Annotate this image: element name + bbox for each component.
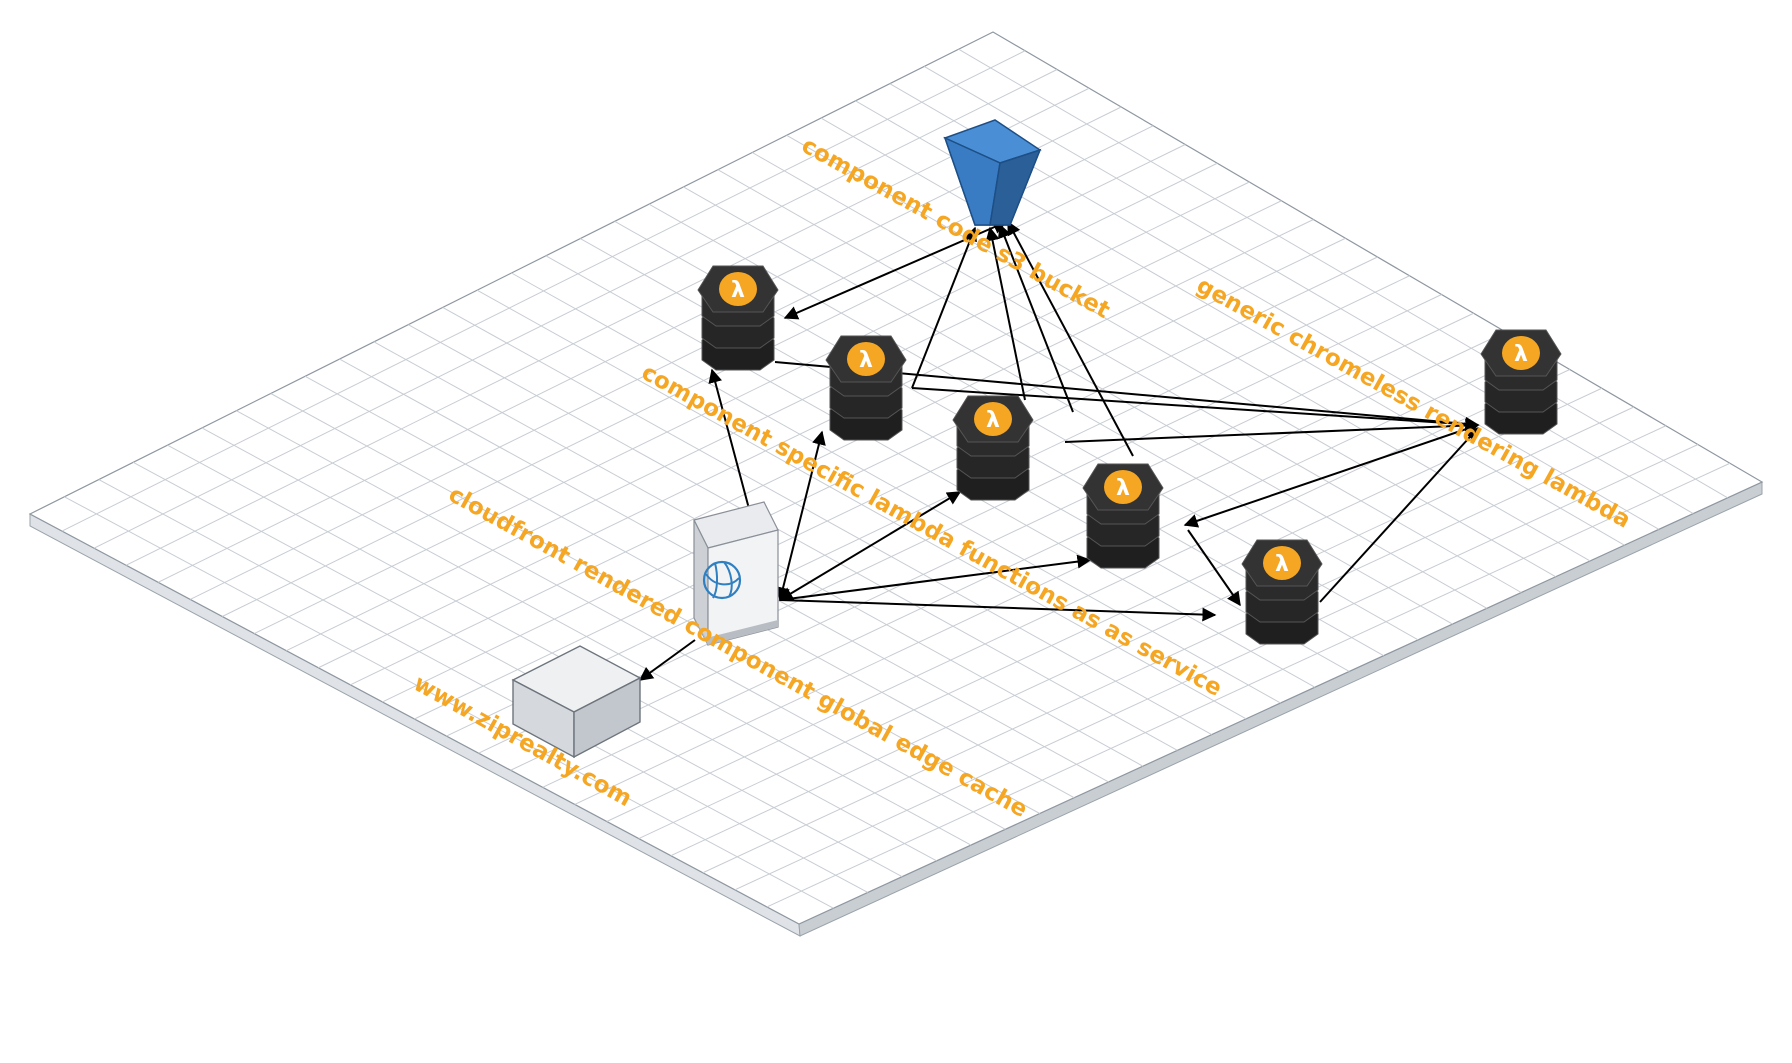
specific-lambda-icon bbox=[697, 265, 779, 371]
connection-arrow bbox=[1183, 422, 1480, 528]
connection-arrow bbox=[911, 226, 977, 389]
specific-lambda-icon bbox=[825, 335, 907, 441]
connection-arrow bbox=[1007, 220, 1134, 457]
connection-arrow bbox=[776, 430, 826, 602]
connection-arrow bbox=[1064, 418, 1480, 443]
connection-arrow bbox=[708, 368, 753, 521]
server-box-icon bbox=[511, 645, 642, 759]
connection-arrow bbox=[911, 387, 1480, 432]
specific-lambda-icon bbox=[1082, 463, 1164, 569]
generic-lambda-icon bbox=[1480, 329, 1562, 435]
connection-arrow bbox=[998, 223, 1074, 413]
cloudfront-globe-icon bbox=[693, 501, 779, 646]
specific-lambda-icon bbox=[952, 395, 1034, 501]
isometric-grid-platform bbox=[28, 31, 1764, 937]
connection-arrow bbox=[985, 226, 1026, 401]
connection-arrows bbox=[638, 220, 1480, 681]
s3-bucket-icon bbox=[943, 119, 1042, 226]
connection-arrow bbox=[779, 599, 1217, 622]
connection-arrow bbox=[1187, 529, 1241, 607]
connection-arrow bbox=[638, 639, 696, 681]
connection-arrow bbox=[1319, 426, 1479, 603]
specific-lambda-icon bbox=[1241, 539, 1323, 645]
